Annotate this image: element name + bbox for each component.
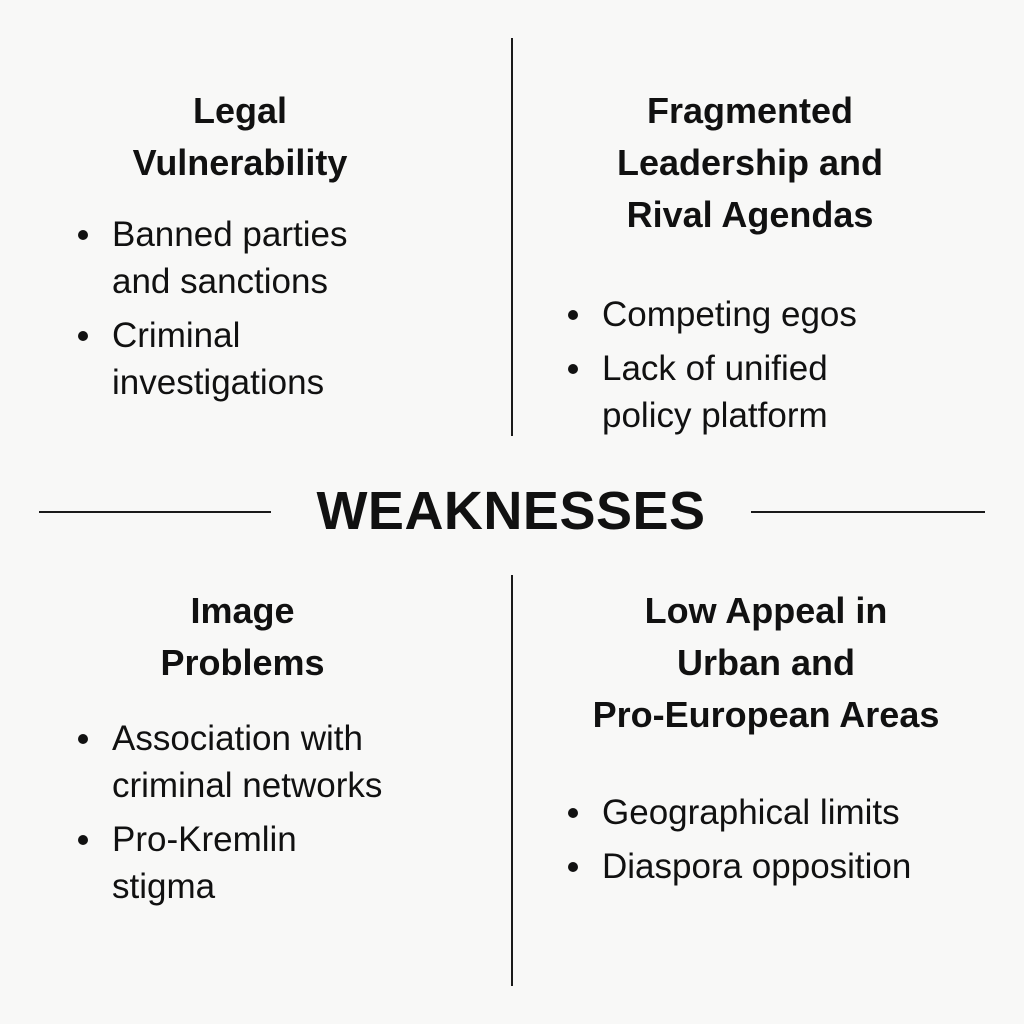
bullet-dot-icon xyxy=(568,808,578,818)
diagram-title: WEAKNESSES xyxy=(316,481,706,541)
bullet-dot-icon xyxy=(568,364,578,374)
bullet-dot-icon xyxy=(78,734,88,744)
bullet-item: Banned parties and sanctions xyxy=(70,211,480,305)
horizontal-divider-right xyxy=(751,511,985,513)
bullet-dot-icon xyxy=(568,862,578,872)
bullet-dot-icon xyxy=(568,310,578,320)
bullet-list: Banned parties and sanctions Criminal in… xyxy=(70,211,480,406)
bullet-item: Diaspora opposition xyxy=(560,843,990,890)
quadrant-image-problems: Image Problems Association with criminal… xyxy=(70,585,480,917)
quadrant-heading: Fragmented Leadership and Rival Agendas xyxy=(616,90,884,235)
bullet-dot-icon xyxy=(78,835,88,845)
bullet-item: Pro-Kremlin stigma xyxy=(70,816,480,910)
quadrant-low-appeal: Low Appeal in Urban and Pro-European Are… xyxy=(560,585,990,897)
quadrant-heading: Low Appeal in Urban and Pro-European Are… xyxy=(592,590,940,735)
bullet-dot-icon xyxy=(78,331,88,341)
bullet-list: Competing egos Lack of unified policy pl… xyxy=(560,291,980,439)
bullet-item: Lack of unified policy platform xyxy=(560,345,980,439)
bullet-item: Geographical limits xyxy=(560,789,990,836)
bullet-item: Association with criminal networks xyxy=(70,715,480,809)
bullet-item: Criminal investigations xyxy=(70,312,480,406)
vertical-divider-top xyxy=(511,38,513,436)
quadrant-heading: Legal Vulnerability xyxy=(132,90,348,183)
bullet-list: Geographical limits Diaspora opposition xyxy=(560,789,990,890)
bullet-dot-icon xyxy=(78,230,88,240)
bullet-item: Competing egos xyxy=(560,291,980,338)
quadrant-fragmented-leadership: Fragmented Leadership and Rival Agendas … xyxy=(560,85,980,446)
vertical-divider-bottom xyxy=(511,575,513,986)
quadrant-legal-vulnerability: Legal Vulnerability Banned parties and s… xyxy=(70,85,480,413)
bullet-list: Association with criminal networks Pro-K… xyxy=(70,715,480,910)
horizontal-divider-left xyxy=(39,511,271,513)
quadrant-heading: Image Problems xyxy=(160,590,325,683)
